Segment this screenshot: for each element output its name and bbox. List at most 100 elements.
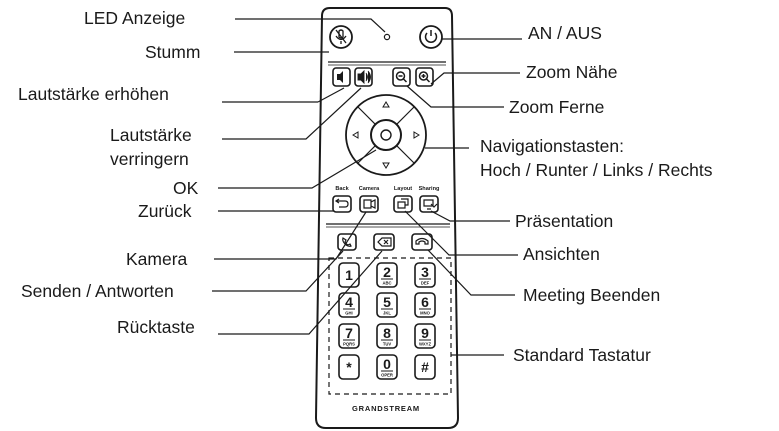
keypad-digit: 1 bbox=[345, 267, 353, 283]
label-volume-down-line2: verringern bbox=[110, 149, 189, 169]
keypad-digit: 6 bbox=[421, 294, 429, 310]
keypad-letters: GHI bbox=[345, 311, 352, 316]
camera-button[interactable] bbox=[359, 195, 379, 213]
ok-icon bbox=[380, 129, 392, 141]
leader-lines bbox=[212, 18, 522, 356]
power-icon bbox=[424, 30, 438, 44]
label-ok: OK bbox=[173, 178, 199, 198]
leader-vol-up-tail bbox=[317, 87, 345, 103]
volume-down-icon bbox=[337, 71, 343, 83]
leader-vol-down bbox=[222, 87, 362, 140]
keypad-letters: MNO bbox=[420, 311, 431, 316]
leader-led bbox=[235, 18, 386, 33]
func-label-camera: Camera bbox=[359, 186, 380, 192]
mute-button[interactable] bbox=[329, 25, 353, 49]
label-volume-up: Lautstärke erhöhen bbox=[18, 84, 169, 104]
label-mute: Stumm bbox=[145, 42, 201, 62]
label-zoom-near: Zoom Nähe bbox=[526, 62, 618, 82]
keypad-letters: PQRS bbox=[343, 342, 355, 347]
brand-logo-text: GRANDSTREAM bbox=[352, 404, 420, 413]
label-layouts: Ansichten bbox=[523, 244, 600, 264]
label-backspace: Rücktaste bbox=[117, 317, 195, 337]
layout-button[interactable] bbox=[393, 195, 413, 213]
keypad-digit: 0 bbox=[383, 356, 391, 372]
keypad-letters: WXYZ bbox=[419, 342, 432, 347]
hangup-icon bbox=[415, 237, 429, 245]
power-button[interactable] bbox=[419, 25, 443, 49]
volume-down-button[interactable] bbox=[332, 67, 351, 87]
zoom-out-icon bbox=[395, 71, 406, 81]
keypad-letters: ABC bbox=[382, 281, 391, 286]
zoom-in-icon bbox=[418, 71, 429, 81]
volume-up-icon bbox=[357, 69, 371, 85]
backspace-icon bbox=[377, 237, 392, 247]
keypad-digit: 4 bbox=[345, 294, 353, 310]
sharing-icon bbox=[423, 199, 438, 210]
label-presentation: Präsentation bbox=[515, 211, 614, 231]
keypad-digit: 5 bbox=[383, 294, 391, 310]
back-button[interactable] bbox=[332, 195, 352, 213]
back-arrow-icon bbox=[334, 198, 349, 208]
nav-down-icon bbox=[382, 162, 390, 169]
keypad-digit: 8 bbox=[383, 325, 391, 341]
label-end-meeting: Meeting Beenden bbox=[523, 285, 661, 305]
label-power: AN / AUS bbox=[528, 23, 602, 43]
label-navigation-line1: Navigationstasten: bbox=[480, 136, 624, 156]
keypad-letters: DEF bbox=[421, 281, 430, 286]
func-label-back: Back bbox=[335, 186, 349, 192]
label-keypad: Standard Tastatur bbox=[513, 345, 651, 365]
nav-right-icon bbox=[413, 131, 420, 139]
keypad-digit: # bbox=[421, 359, 429, 375]
func-label-sharing: Sharing bbox=[419, 186, 440, 192]
keypad-letters: OPER bbox=[381, 373, 393, 378]
nav-up-icon bbox=[382, 101, 390, 108]
leader-zoom-near bbox=[430, 72, 520, 85]
led-indicator bbox=[383, 33, 391, 41]
leader-send bbox=[212, 250, 344, 292]
mute-mic-icon bbox=[335, 29, 347, 44]
func-label-layout: Layout bbox=[394, 186, 412, 192]
label-send-answer: Senden / Antworten bbox=[21, 281, 174, 301]
camera-icon bbox=[363, 199, 376, 209]
nav-left-icon bbox=[352, 131, 359, 139]
layout-icon bbox=[397, 198, 409, 209]
keypad-letters: TUV bbox=[383, 342, 392, 347]
keypad-region-outline bbox=[328, 257, 452, 395]
leader-backspace bbox=[218, 250, 383, 335]
zoom-in-button[interactable] bbox=[415, 67, 434, 87]
backspace-button[interactable] bbox=[373, 233, 395, 251]
keypad-key-1[interactable]: 1 bbox=[338, 262, 360, 288]
leader-ok bbox=[218, 149, 377, 189]
end-meeting-button[interactable] bbox=[411, 233, 433, 251]
keypad-digit: 3 bbox=[421, 264, 429, 280]
zoom-out-button[interactable] bbox=[392, 67, 411, 87]
leader-presentation bbox=[430, 210, 510, 222]
leader-layouts bbox=[404, 210, 518, 256]
label-zoom-far: Zoom Ferne bbox=[509, 97, 605, 117]
keypad-digit: 7 bbox=[345, 325, 353, 341]
keypad-digit: 2 bbox=[383, 264, 391, 280]
volume-up-button[interactable] bbox=[354, 67, 373, 87]
keypad-letters: JKL bbox=[383, 311, 391, 316]
sharing-button[interactable] bbox=[419, 195, 439, 213]
keypad-key-star[interactable]: * bbox=[338, 354, 360, 380]
keypad-key-hash[interactable]: # bbox=[414, 354, 436, 380]
remote-body-outline bbox=[314, 7, 460, 429]
label-camera: Kamera bbox=[126, 249, 188, 269]
leader-end-meeting bbox=[427, 249, 515, 296]
leader-zoom-far bbox=[406, 85, 504, 108]
ok-button[interactable] bbox=[370, 119, 402, 151]
keypad-digit: 9 bbox=[421, 325, 429, 341]
